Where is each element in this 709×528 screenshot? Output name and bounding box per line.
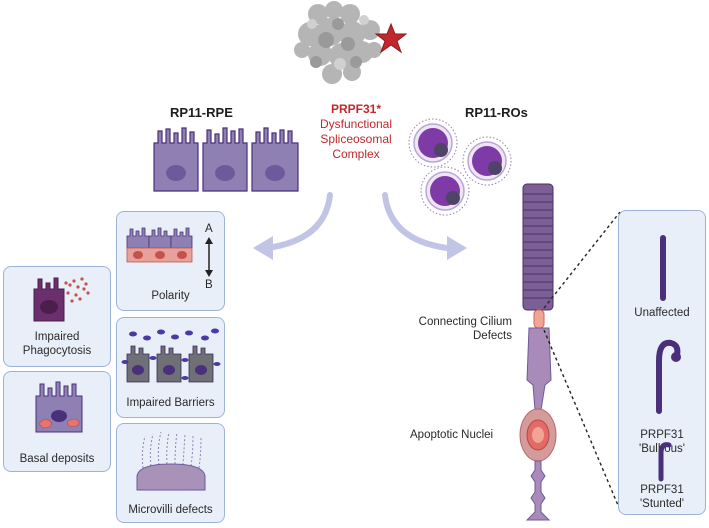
spliceosome-complex-icon	[294, 1, 382, 84]
rpe-cells-illustration	[153, 127, 299, 192]
unaffected-cilium-icon	[660, 235, 666, 301]
phagocytosis-caption-line-2: Phagocytosis	[22, 345, 92, 357]
polarity-basal-label: B	[205, 279, 213, 291]
polarity-double-arrow-icon	[205, 237, 213, 277]
gene-name: PRPF31*	[330, 102, 382, 116]
bulbous-label-line-1: PRPF31	[640, 429, 684, 441]
basal-deposits-cell-icon	[35, 381, 83, 433]
left-curved-arrow-icon	[253, 192, 333, 260]
bulbous-cilium-icon	[656, 339, 681, 414]
complex-line-1: Dysfunctional	[319, 117, 393, 131]
right-curved-arrow-icon	[382, 192, 467, 260]
photoreceptor-cell-illustration	[519, 183, 557, 521]
microvilli-caption: Microvilli defects	[128, 504, 213, 516]
basal-deposits-panel: Basal deposits	[3, 371, 111, 472]
unaffected-label: Unaffected	[634, 307, 690, 319]
microvilli-panel: Microvilli defects	[116, 423, 225, 523]
retinal-organoids-illustration	[408, 118, 512, 216]
ros-title: RP11-ROs	[465, 105, 528, 120]
phagocytosis-cell-icon	[33, 277, 90, 322]
cilium-morphology-panel: Unaffected PRPF31 'Bulbous' PRPF31 'Stun…	[618, 210, 706, 515]
center-label: PRPF31* Dysfunctional Spliceosomal Compl…	[306, 102, 406, 162]
complex-line-2: Spliceosomal	[320, 132, 392, 146]
polarity-caption: Polarity	[151, 290, 190, 302]
barriers-panel: Impaired Barriers	[116, 317, 225, 418]
cilium-defects-line-1: Connecting Cilium	[418, 316, 512, 328]
stunted-label-line-2: 'Stunted'	[639, 498, 685, 510]
polarity-panel: A B Polarity	[116, 211, 225, 311]
phagocytosis-caption-line-1: Impaired	[34, 331, 80, 343]
complex-line-3: Complex	[332, 147, 380, 161]
rpe-title: RP11-RPE	[170, 105, 233, 120]
polarity-apical-label: A	[205, 223, 213, 235]
polarity-cells-icon	[126, 227, 193, 263]
mutation-star-icon	[374, 22, 408, 54]
phagocytosis-panel: Impaired Phagocytosis	[3, 266, 111, 367]
cilium-defects-label: Connecting Cilium Defects	[402, 315, 512, 343]
barriers-cells-icon	[121, 328, 221, 383]
barriers-caption: Impaired Barriers	[126, 397, 215, 409]
zoom-dashed-lines	[543, 211, 621, 511]
stunted-cilium-icon	[658, 442, 672, 482]
cilium-defects-line-2: Defects	[473, 330, 512, 342]
microvilli-cell-icon	[136, 431, 206, 491]
apoptotic-nuclei-label: Apoptotic Nuclei	[410, 429, 494, 441]
stunted-label-line-1: PRPF31	[640, 484, 684, 496]
basal-deposits-caption: Basal deposits	[19, 453, 95, 465]
